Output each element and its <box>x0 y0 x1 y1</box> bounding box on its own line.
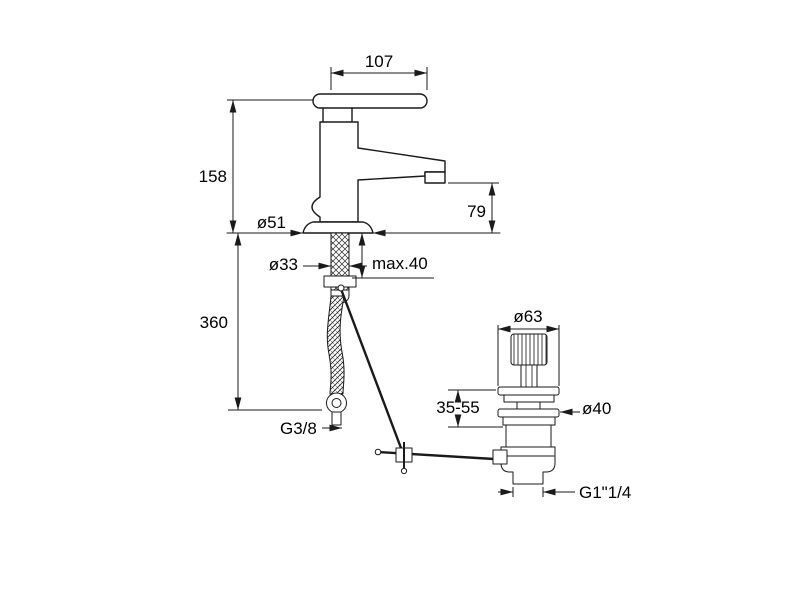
dim-hose-thread: G3/8 <box>280 419 342 438</box>
dim-basin-thickness-range: 35-55 <box>436 389 503 428</box>
pull-rod <box>339 287 406 458</box>
dim-max-counter-thickness: max.40 <box>352 233 434 279</box>
lever-handle <box>312 93 428 109</box>
clamp-screw <box>400 467 408 475</box>
under-counter-parts <box>226 232 501 426</box>
knob-stem-lines <box>525 364 533 388</box>
lower-flange <box>497 408 560 418</box>
drain-assembly <box>492 333 560 485</box>
dim-label: 35-55 <box>436 398 479 417</box>
dim-label: 79 <box>467 202 486 221</box>
faucet <box>302 93 446 234</box>
faucet-base <box>302 221 374 234</box>
dim-spout-height: 79 <box>448 182 499 233</box>
knob-stem <box>520 364 538 388</box>
dimension-annotations: 107 158 79 ø51 ø33 max.40 <box>199 52 632 502</box>
horizontal-rod <box>376 450 496 461</box>
waste-cup <box>500 446 556 485</box>
horizontal-rod-end <box>374 448 382 456</box>
rod-housing <box>492 449 508 465</box>
dim-total-height: 158 <box>199 99 313 233</box>
dim-label: ø40 <box>582 399 611 418</box>
dim-label: 158 <box>199 167 227 186</box>
dim-label: ø33 <box>269 255 298 274</box>
dim-label: 107 <box>365 52 393 71</box>
dim-shank-diameter: ø33 <box>269 255 367 274</box>
dim-label: G3/8 <box>280 419 317 438</box>
dim-spout-reach: 107 <box>330 52 428 90</box>
dim-label: ø63 <box>513 307 542 326</box>
dim-base-diameter: ø51 <box>257 213 390 237</box>
dim-hose-length: 360 <box>200 233 322 411</box>
waste-body <box>505 424 552 448</box>
lock-nut <box>502 416 556 426</box>
hose-end-fitting <box>331 411 342 426</box>
pull-rod-ball <box>337 284 345 292</box>
dim-label: 360 <box>200 313 228 332</box>
dim-label: max.40 <box>372 254 428 273</box>
handle-neck <box>322 107 353 123</box>
dim-label: ø51 <box>257 213 286 232</box>
rosette-flange <box>497 386 560 396</box>
dim-waste-flange-diameter: ø40 <box>560 399 611 418</box>
hose-nut-inner <box>331 398 342 408</box>
dim-outlet-thread: G1"1/4 <box>498 483 631 502</box>
upper-washer <box>503 394 555 403</box>
pop-up-linkage <box>337 284 496 475</box>
dim-rosette-diameter: ø63 <box>497 307 560 386</box>
dim-label: G1"1/4 <box>579 483 631 502</box>
drain-tube <box>516 401 541 410</box>
supply-hose <box>326 295 345 395</box>
aerator <box>424 171 446 184</box>
drain-knob <box>510 333 548 366</box>
